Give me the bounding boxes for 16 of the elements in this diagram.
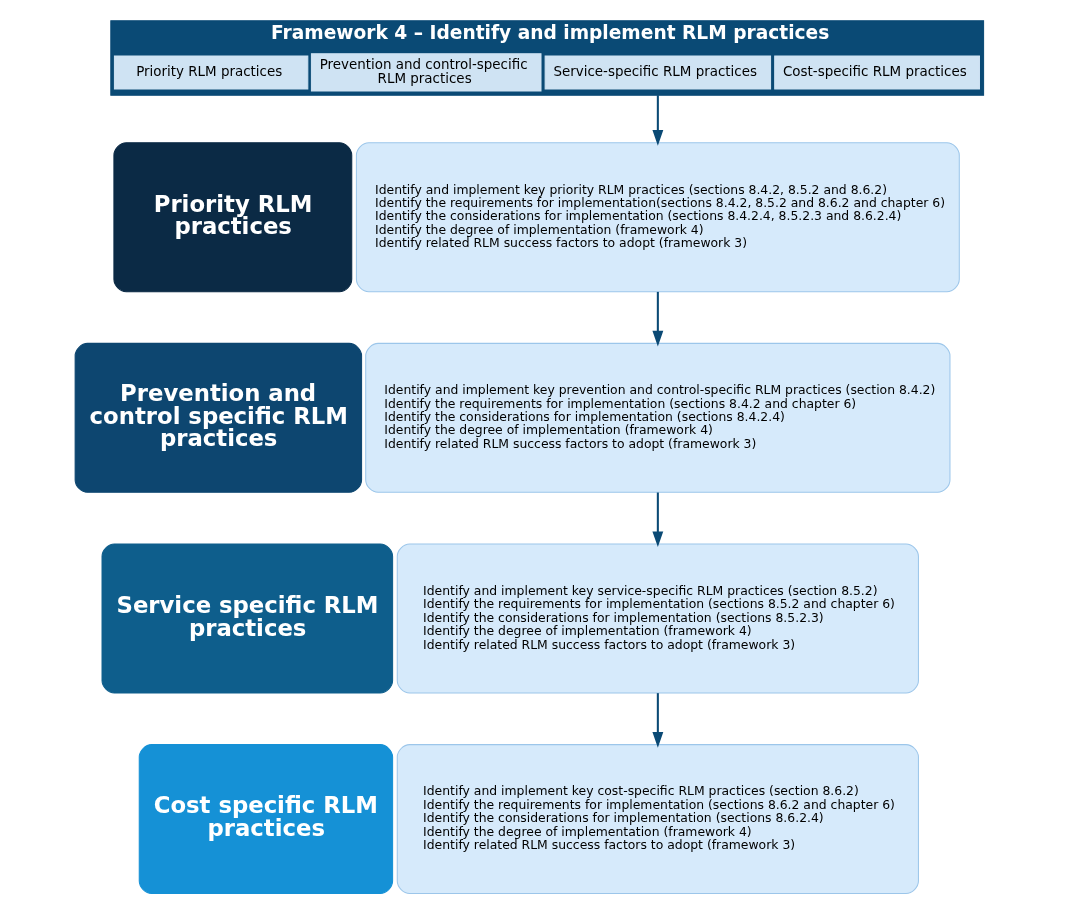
arrow [652, 693, 664, 748]
node-box: Identify and implement key prevention and control-specific RLM practices (section 8.4.2) Identify the requirements for implementation (sections 8.4.2 and chapter 6) Identify the considerations for implementation (sections 8.4.2.4) Identify the degree of implementation (framework 4) Identify related RLM success factors to adopt (framework 3) [365, 342, 951, 493]
node-box: Identify and implement key service-specific RLM practices (section 8.5.2) Identify the requirements for implementation (sections 8.5.2 and chapter 6) Identify the considerations for implementation (sections 8.5.2.3) Identify the degree of implementation (framework 4) Identify related RLM success factors to adopt (framework 3) [396, 543, 919, 694]
arrow [652, 492, 664, 548]
node-box: Prevention and control specific RLM practices [74, 342, 363, 493]
node-box: Priority RLM practices [113, 142, 353, 293]
node-box: Identify and implement key cost-specific RLM practices (section 8.6.2) Identify the requirements for implementation (sections 8.6.2 and chapter 6) Identify the considerations for implementation (sections 8.6.2.4) Identify the degree of implementation (framework 4) Identify related RLM success factors to adopt (framework 3) [396, 744, 919, 895]
node-box: Service specific RLM practices [101, 543, 394, 694]
node-box: Identify and implement key priority RLM practices (sections 8.4.2, 8.5.2 and 8.6.2) Identify the requirements for implementation(sections 8.4.2, 8.5.2 and 8.6.2 and chapter 6) Identify the considerations for implementation (sections 8.4.2.4, 8.5.2.3 and 8.6.2.4) Identify the degree of implementation (framework 4) Identify related RLM success factors to adopt (framework 3) [355, 142, 960, 293]
node-box: Service-specific RLM practices [544, 55, 772, 90]
arrow [652, 291, 664, 347]
arrow [652, 95, 664, 146]
node-box: Cost specific RLM practices [138, 744, 394, 895]
node-box: Cost-specific RLM practices [774, 55, 980, 90]
node-box: Prevention and control-specific RLM practices [310, 53, 542, 92]
node-box: Priority RLM practices [113, 55, 309, 90]
